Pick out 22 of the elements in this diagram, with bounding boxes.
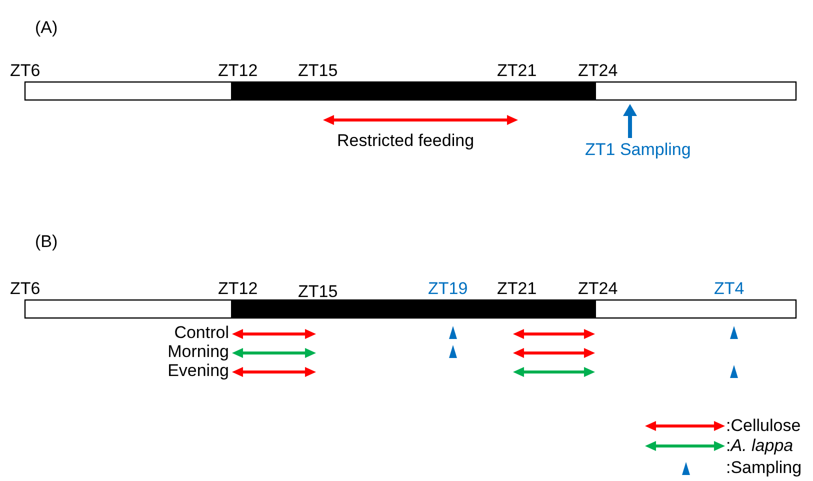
time-label: ZT12 [218,61,258,81]
legend-label: :Sampling [726,458,802,478]
group-label: Morning [168,342,229,362]
time-label: ZT24 [578,61,618,81]
time-label: ZT4 [714,279,744,299]
legend-label: :Cellulose [726,416,801,436]
group-label: Evening [168,361,229,381]
time-label: ZT19 [428,279,468,299]
panel-label: (B) [35,232,58,252]
time-label: ZT12 [218,279,258,299]
time-label: ZT6 [10,279,40,299]
time-label: ZT15 [298,282,338,302]
time-label: ZT21 [497,61,537,81]
time-label: ZT21 [497,279,537,299]
time-label: ZT15 [298,61,338,81]
caption-label: Restricted feeding [337,131,474,151]
panel-label: (A) [35,18,58,38]
sampling-label: ZT1 Sampling [585,140,691,160]
legend-label: :A. lappa [726,436,794,456]
group-label: Control [174,323,229,343]
time-label: ZT6 [10,61,40,81]
time-label: ZT24 [578,279,618,299]
